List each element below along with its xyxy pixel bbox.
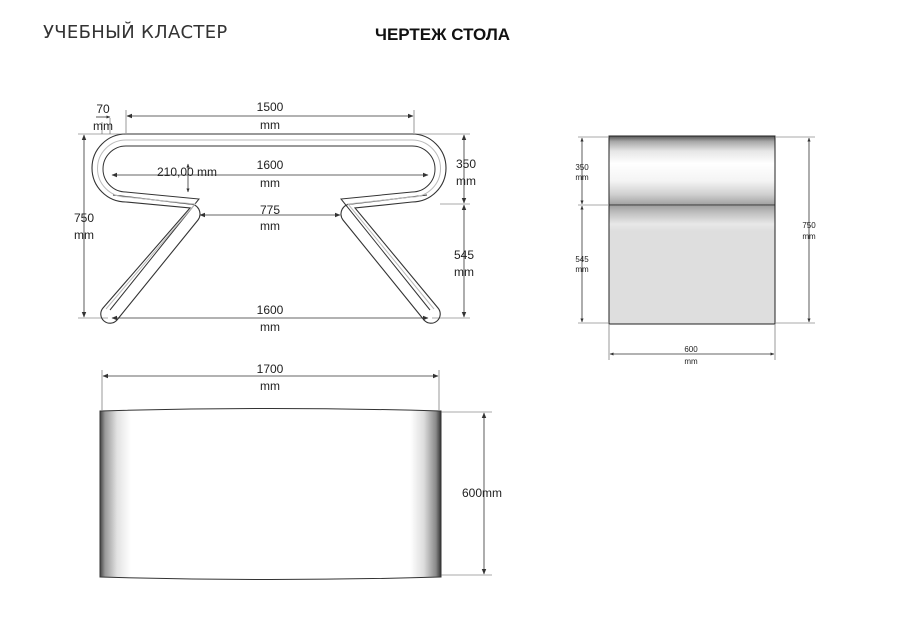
frame-tube-inner	[102, 145, 436, 311]
side-dim-height-value: 750	[802, 221, 816, 230]
dim-tube-unit: mm	[93, 119, 113, 133]
dim-gap-value: 210,00 mm	[157, 165, 217, 179]
tabletop-plan	[99, 408, 442, 580]
dim-tube-value: 70	[96, 102, 110, 116]
side-dim-lower-unit: mm	[575, 265, 589, 274]
dim-depth-value: 600mm	[462, 486, 502, 500]
dim-bottom-unit: mm	[260, 320, 280, 334]
studio-title: УЧЕБНЫЙ КЛАСТЕР	[43, 22, 228, 43]
side-lower-leg	[608, 204, 776, 325]
dim-inner-value: 775	[260, 203, 280, 217]
dim-bottom-value: 1600	[257, 303, 284, 317]
side-outline	[608, 135, 776, 325]
dim-inner-unit: mm	[260, 219, 280, 233]
dim-lower-value: 545	[454, 248, 474, 262]
dim-lower-unit: mm	[454, 265, 474, 279]
dim-upper-unit: mm	[456, 174, 476, 188]
front-view: 70 mm 1500 mm 1600 mm 210,00 mm 775 mm 1…	[74, 100, 476, 334]
frame-tube-shade	[97, 139, 441, 310]
side-dim-upper-unit: mm	[575, 173, 589, 182]
side-dim-height-unit: mm	[802, 232, 816, 241]
side-dim-upper-value: 350	[575, 163, 589, 172]
dim-length-unit: mm	[260, 379, 280, 393]
dim-height-value: 750	[74, 211, 94, 225]
side-upper-tube	[608, 135, 776, 206]
side-dim-width-value: 600	[684, 345, 698, 354]
drawing-title: ЧЕРТЕЖ СТОЛА	[375, 25, 511, 44]
side-view: 350 mm 545 mm 750 mm 600 mm	[575, 135, 816, 366]
dim-length-value: 1700	[257, 362, 284, 376]
side-dim-lower-value: 545	[575, 255, 589, 264]
dim-upper-value: 350	[456, 157, 476, 171]
dim-mid-unit: mm	[260, 176, 280, 190]
dim-top-unit: mm	[260, 118, 280, 132]
side-dim-width-unit: mm	[684, 357, 698, 366]
dim-top-value: 1500	[257, 100, 284, 114]
dim-height-unit: mm	[74, 228, 94, 242]
top-view: 1700 mm 600mm	[99, 362, 502, 580]
dim-mid-value: 1600	[257, 158, 284, 172]
